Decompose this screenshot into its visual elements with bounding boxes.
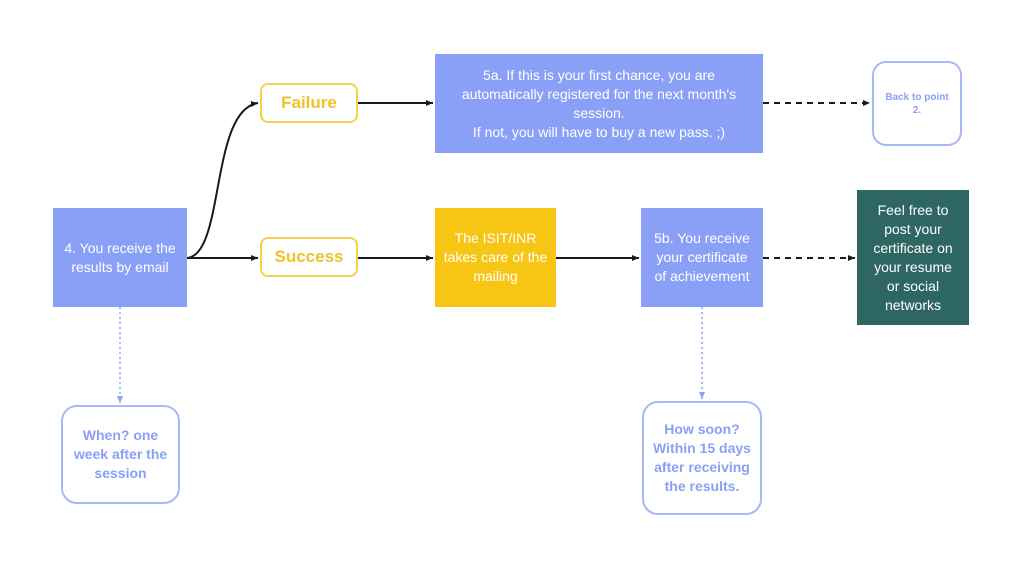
back-to-point-node: Back to point 2. bbox=[872, 61, 962, 146]
results-email-node: 4. You receive the results by email bbox=[53, 208, 187, 307]
isit-mailing-text: The ISIT/INR takes care of the mailing bbox=[443, 230, 548, 284]
feel-free-text: Feel free to post your certificate on yo… bbox=[873, 201, 953, 313]
when-text: When? one week after the session bbox=[73, 427, 168, 481]
step-5b-text: 5b. You receive your certificate of achi… bbox=[654, 230, 750, 284]
step-5a-text: 5a. If this is your first chance, you ar… bbox=[461, 66, 737, 140]
edge-results-to-failure bbox=[186, 101, 259, 259]
when-node: When? one week after the session bbox=[61, 405, 180, 504]
failure-text: Failure bbox=[281, 93, 337, 112]
feel-free-node: Feel free to post your certificate on yo… bbox=[857, 190, 969, 325]
back-to-point-text: Back to point 2. bbox=[885, 91, 949, 116]
results-email-text: 4. You receive the results by email bbox=[64, 239, 176, 275]
failure-node: Failure bbox=[260, 83, 358, 123]
how-soon-node: How soon? Within 15 days after receiving… bbox=[642, 401, 762, 515]
success-node: Success bbox=[260, 237, 358, 277]
step-5a-node: 5a. If this is your first chance, you ar… bbox=[435, 54, 763, 153]
isit-mailing-node: The ISIT/INR takes care of the mailing bbox=[435, 208, 556, 307]
how-soon-text: How soon? Within 15 days after receiving… bbox=[653, 421, 751, 494]
success-text: Success bbox=[274, 247, 344, 266]
step-5b-node: 5b. You receive your certificate of achi… bbox=[641, 208, 763, 307]
